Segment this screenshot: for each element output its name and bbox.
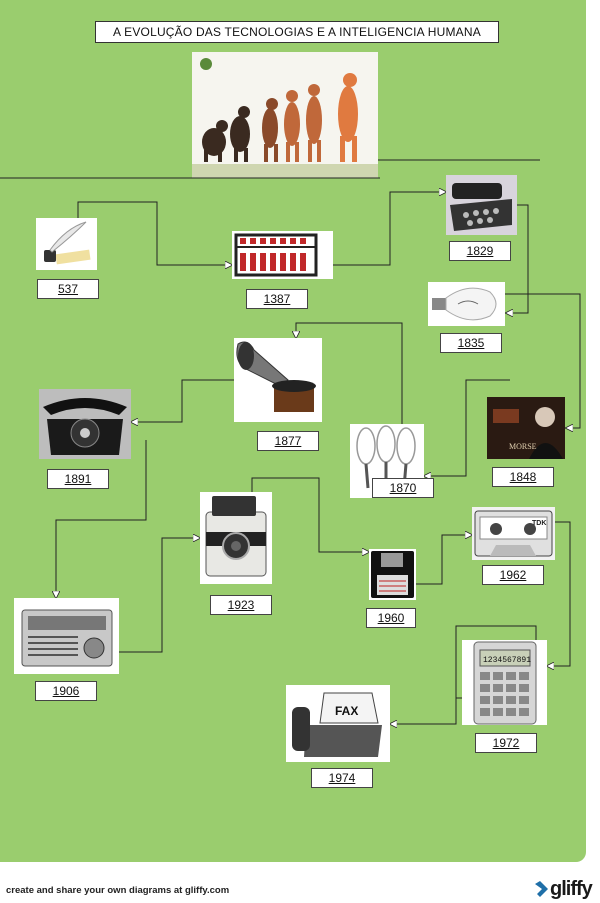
year-label-537: 537: [37, 279, 99, 299]
year-label-1891: 1891: [47, 469, 109, 489]
year-label-1906: 1906: [35, 681, 97, 701]
fax-machine-icon: FAX: [286, 685, 390, 762]
polaroid-camera-icon: [200, 492, 272, 584]
quill-pen-icon: [36, 218, 97, 270]
year-label-1877: 1877: [257, 431, 319, 451]
connector-lines: [0, 159, 581, 862]
diagram-canvas: A EVOLUÇÃO DAS TECNOLOGIAS E A INTELIGEN…: [0, 0, 586, 862]
footer-text[interactable]: create and share your own diagrams at gl…: [6, 885, 230, 896]
cassette-tape-icon: TDK: [472, 507, 555, 560]
year-label-1923: 1923: [210, 595, 272, 615]
fax-text: FAX: [335, 704, 358, 718]
year-label-1870: 1870: [372, 478, 434, 498]
typewriter-icon: [446, 175, 517, 235]
year-label-1835: 1835: [440, 333, 502, 353]
calculator-display: 1234567891: [483, 656, 531, 665]
diagram-title: A EVOLUÇÃO DAS TECNOLOGIAS E A INTELIGEN…: [95, 21, 499, 43]
calculator-icon: 1234567891: [462, 640, 547, 725]
year-label-1962: 1962: [482, 565, 544, 585]
cassette-brand: TDK: [532, 520, 546, 527]
human-evolution-icon: [192, 52, 378, 178]
floppy-disk-icon: [369, 549, 416, 600]
morse-caption: MORSE: [509, 442, 537, 451]
year-label-1960: 1960: [366, 608, 416, 628]
abacus-icon: [232, 231, 333, 279]
year-label-1974: 1974: [311, 768, 373, 788]
rotary-telephone-icon: [39, 389, 131, 459]
gramophone-icon: [234, 338, 322, 422]
gliffy-logo[interactable]: gliffy: [532, 878, 593, 901]
year-label-1387: 1387: [246, 289, 308, 309]
gliffy-logo-text: gliffy: [550, 878, 593, 900]
morse-telegraph-icon: MORSE: [487, 397, 565, 459]
year-label-1848: 1848: [492, 467, 554, 487]
gliffy-mark-icon: [535, 881, 548, 897]
light-bulb-icon: [428, 282, 505, 326]
year-label-1829: 1829: [449, 241, 511, 261]
year-label-1972: 1972: [475, 733, 537, 753]
radio-icon: [14, 598, 119, 674]
